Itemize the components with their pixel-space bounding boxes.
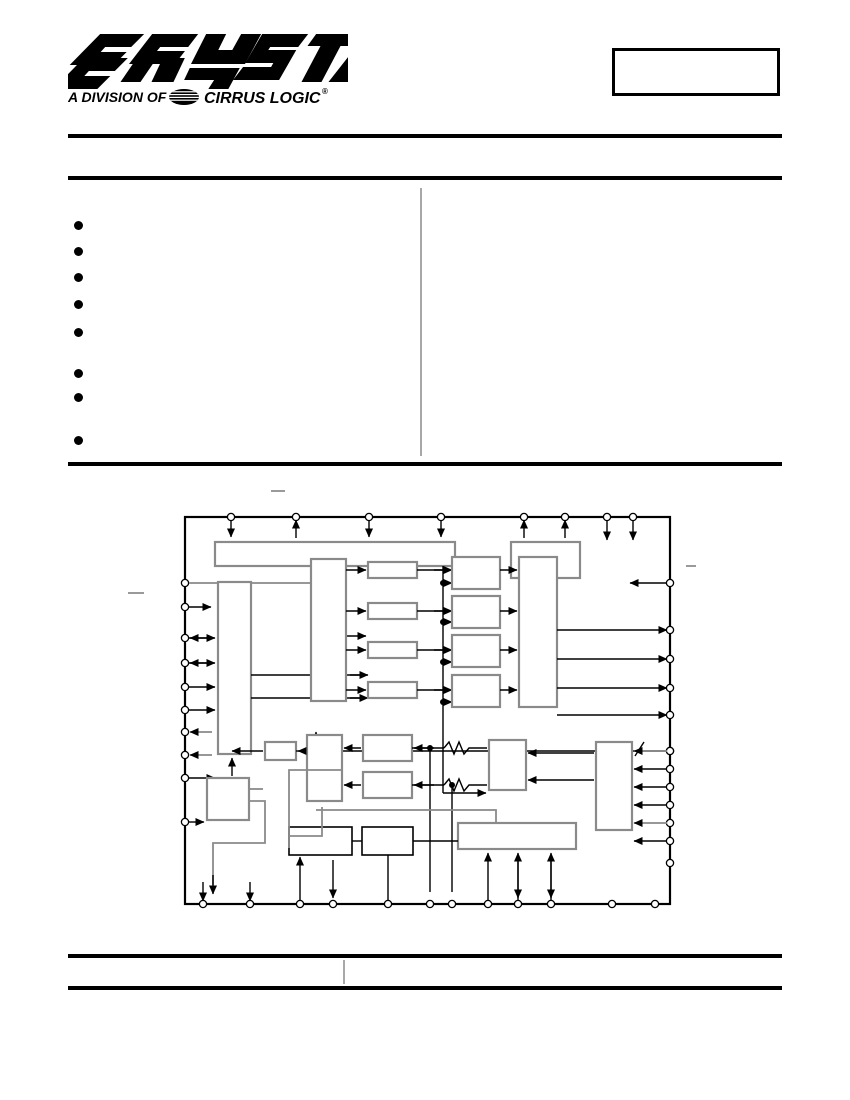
small-mux-block [263,740,298,762]
bottom-wide-block [456,821,578,851]
bullet-icon [74,369,83,378]
left-io-tall-block [216,580,253,756]
diagram-right-note-mark [686,565,696,567]
description-column [436,190,782,458]
small-block-a1 [366,560,419,580]
bullet-icon [74,393,83,402]
reference-block [205,776,251,822]
bullet-icon [74,328,83,337]
features-column [68,190,408,458]
bullet-icon [74,300,83,309]
block-diagram: .box{fill:#fff;stroke:#8a8a8a;stroke-wid… [0,470,850,930]
bottom-block-d1 [288,826,353,856]
bullet-icon [74,221,83,230]
small-block-a4 [366,680,419,700]
page-title [68,142,782,172]
bullet-icon [74,273,83,282]
right-output-tall-block [517,555,559,709]
left-pins [180,602,216,827]
header-rule-bottom [68,176,782,180]
converter-block-b1 [450,555,502,591]
oscillator-block [487,738,528,792]
diagram-left-note-mark [128,592,144,594]
bullet-icon [74,436,83,445]
cirrus-logic-striped-ellipse-icon [169,89,199,105]
part-number-box [612,48,780,96]
top-pins [226,512,638,541]
logo-parent-brand-text: CIRRUS LOGIC [204,90,321,107]
bottom-block-d2 [361,826,414,856]
lower-control-block [305,733,344,803]
column-divider [420,188,422,456]
mid-tall-block [309,557,348,703]
small-block-a3 [366,640,419,660]
block-diagram-svg: .box{fill:#fff;stroke:#8a8a8a;stroke-wid… [180,512,675,909]
right-lower-pins [633,746,675,868]
logo-registered-mark: ® [322,87,328,96]
lower-block-c2 [361,770,414,800]
right-io-tall-block [594,740,634,832]
header-rule-top [68,134,782,138]
diagram-caption-mark [271,490,285,492]
converter-block-b2 [450,594,502,630]
logo-tagline-text: A DIVISION OF [68,89,167,105]
lower-block-c1 [361,733,414,763]
footer-vertical-divider [343,960,345,984]
converter-block-b3 [450,633,502,669]
footer-rule-bottom [68,986,782,990]
converter-block-b4 [450,673,502,709]
small-block-a2 [366,601,419,621]
crystal-cirrus-logic-logo: A DIVISION OF CIRRUS LOGIC ® [68,28,348,110]
section-rule-diagram [68,462,782,466]
bottom-pins [198,852,660,909]
bullet-icon [74,247,83,256]
right-output-pins [557,625,675,720]
footer-rule-top [68,954,782,958]
